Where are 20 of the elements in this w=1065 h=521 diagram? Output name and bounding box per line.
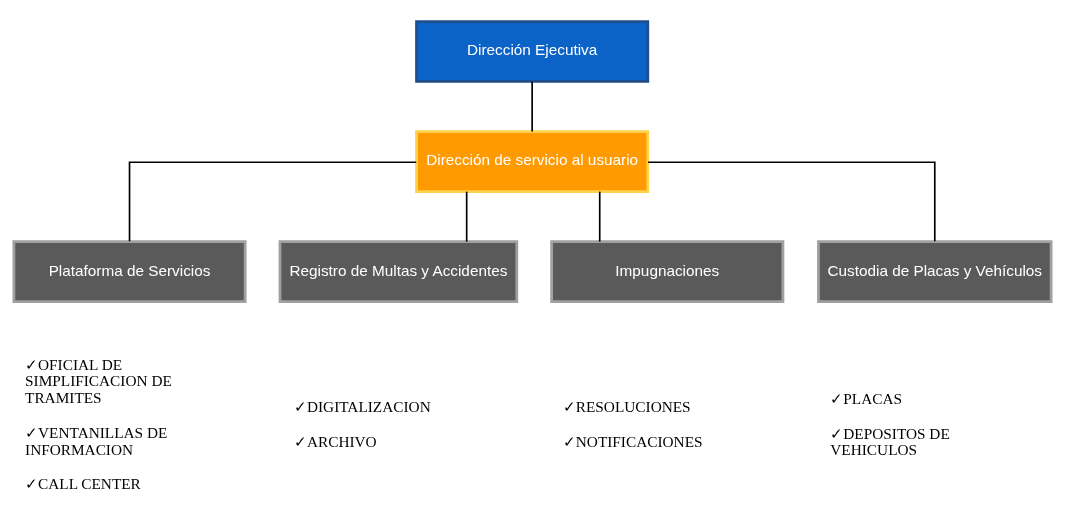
node-box: Impugnaciones xyxy=(550,240,785,303)
connector xyxy=(465,190,468,243)
node-label: ✓ARCHIVO xyxy=(293,432,377,450)
node-label: ✓OFICIAL DE SIMPLIFICACION DE TRAMITES xyxy=(25,355,172,407)
node-box: Registro de Multas y Accidentes xyxy=(278,240,519,303)
node-box: Dirección de servicio al usuario xyxy=(415,130,650,193)
node-label: ✓RESOLUCIONES xyxy=(562,398,691,416)
connector xyxy=(647,161,936,242)
connector xyxy=(598,190,601,243)
node-label: ✓PLACAS xyxy=(830,389,903,407)
node-label: ✓CALL CENTER xyxy=(25,475,141,493)
node-box: Dirección Ejecutiva xyxy=(415,20,650,83)
node-label: ✓NOTIFICACIONES xyxy=(562,432,703,450)
node-box: Custodia de Placas y Vehículos xyxy=(817,240,1053,303)
connector xyxy=(128,161,418,242)
node-label: ✓DEPOSITOS DE VEHICULOS xyxy=(830,424,950,459)
node-box: Plataforma de Servicios xyxy=(12,240,247,303)
connector xyxy=(531,80,533,133)
node-label: ✓VENTANILLAS DE INFORMACION xyxy=(25,423,168,458)
node-label: ✓DIGITALIZACION xyxy=(293,398,431,416)
